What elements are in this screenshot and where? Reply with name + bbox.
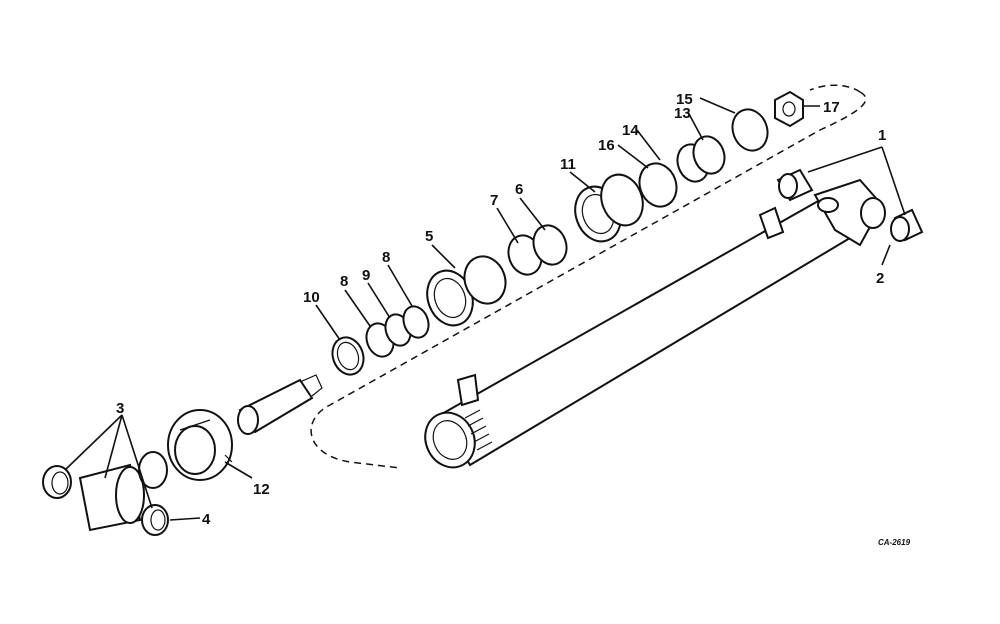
- cylinder-barrel: [424, 178, 886, 469]
- dashed-outline-top: [809, 84, 861, 93]
- gland-nut: [167, 409, 233, 481]
- callout-10: 10: [303, 289, 320, 306]
- rod-eye: [78, 451, 168, 532]
- gland-5: [426, 255, 507, 327]
- bushing-4: [141, 504, 169, 536]
- piston-11: [574, 173, 644, 243]
- callout-11: 11: [560, 156, 576, 173]
- assembly-dashed-outline: [310, 91, 867, 469]
- piston-rod: [237, 374, 323, 435]
- bushing-1: [776, 168, 814, 202]
- bushing-3: [42, 465, 72, 499]
- callout-16: 16: [598, 137, 615, 154]
- nut-17: [774, 90, 804, 128]
- ring-10: [331, 336, 365, 376]
- callout-13: 13: [674, 105, 691, 122]
- callout-17: 17: [823, 99, 840, 116]
- callout-14: 14: [622, 122, 639, 139]
- callout-5: 5: [425, 228, 433, 245]
- ring-6: [532, 224, 568, 266]
- ring-15: [731, 108, 769, 152]
- ring-8b: [402, 305, 430, 339]
- callout-8a: 8: [340, 273, 348, 290]
- ring-13: [692, 135, 726, 175]
- callout-3: 3: [116, 400, 124, 417]
- callout-2: 2: [876, 270, 884, 287]
- callout-9: 9: [362, 267, 370, 284]
- callout-1: 1: [878, 127, 886, 144]
- callout-12: 12: [253, 481, 270, 498]
- callout-7: 7: [490, 192, 498, 209]
- callout-15: 15: [676, 91, 693, 108]
- leader-lines: [64, 97, 906, 521]
- callout-8b: 8: [382, 249, 390, 266]
- figure-code: CA-2619: [878, 538, 911, 547]
- callout-6: 6: [515, 181, 523, 198]
- callout-4: 4: [202, 511, 211, 528]
- bushing-2: [890, 208, 924, 242]
- ring-16: [638, 162, 678, 208]
